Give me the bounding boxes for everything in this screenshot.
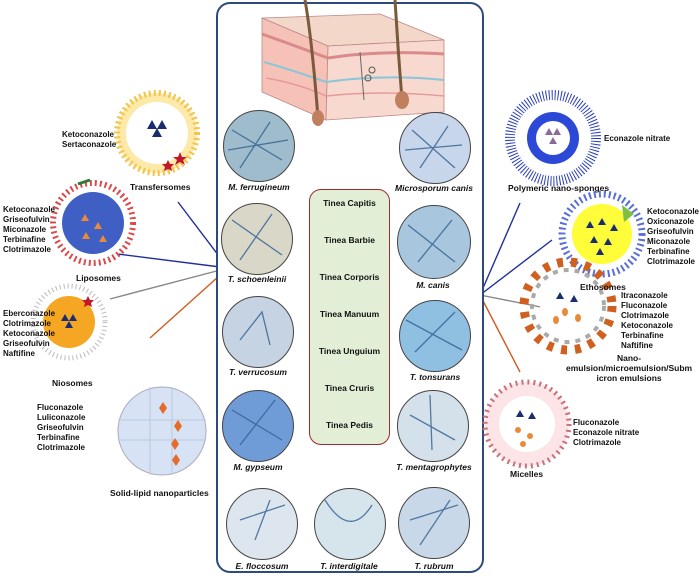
niosomes-drugs: Eberconazole Clotrimazole Ketoconazole G… bbox=[3, 309, 56, 358]
micrograph-t-verrucosum bbox=[222, 296, 294, 368]
tinea-item: Tinea Cruris bbox=[324, 383, 375, 393]
label-microsporum-canis: Microsporum canis bbox=[395, 183, 473, 193]
tinea-item: Tinea Barbie bbox=[324, 235, 375, 245]
sln-graphic bbox=[117, 386, 207, 476]
micrograph-t-schoenleinii bbox=[221, 203, 293, 275]
nanoemulsion-drugs: Itraconazole Fluconazole Clotrimazole Ke… bbox=[621, 291, 674, 350]
ethosomes-drugs: Ketoconazole Oxiconazole Griseofulvin Mi… bbox=[647, 207, 700, 266]
liposome-graphic bbox=[50, 178, 136, 266]
nanoemulsion-graphic bbox=[519, 257, 617, 355]
micrograph-t-interdigitale bbox=[314, 488, 386, 560]
label-t-tonsurans: T. tonsurans bbox=[409, 372, 461, 382]
liposomes-drugs: Ketoconazole Griseofulvin Miconazole Ter… bbox=[3, 205, 56, 254]
label-t-rubrum: T. rubrum bbox=[414, 561, 454, 571]
transfersomes-drugs: Ketoconazole Sertaconazole bbox=[62, 130, 117, 149]
tinea-item: Tinea Pedis bbox=[325, 420, 374, 430]
label-t-mentagrophytes: T. mentagrophytes bbox=[396, 462, 472, 472]
liposomes-label: Liposomes bbox=[76, 273, 121, 283]
micelles-drugs: Fluconazole Econazole nitrate Clotrimazo… bbox=[573, 418, 640, 447]
micrograph-e-floccosum bbox=[226, 488, 298, 560]
label-m-ferrugineum: M. ferrugineum bbox=[228, 182, 290, 192]
tinea-item: Tinea Corporis bbox=[319, 272, 380, 282]
label-m-canis: M. canis bbox=[416, 280, 450, 290]
ethosomes-label: Ethosomes bbox=[580, 282, 626, 292]
niosomes-label: Niosomes bbox=[52, 378, 93, 388]
nanosponge-graphic bbox=[505, 90, 601, 186]
sln-label: Solid-lipid nanoparticles bbox=[110, 488, 209, 498]
micrograph-t-mentagrophytes bbox=[397, 390, 469, 462]
micelle-graphic bbox=[482, 379, 572, 469]
ethosome-graphic bbox=[558, 190, 646, 278]
transfersome-graphic bbox=[114, 90, 200, 176]
label-t-schoenleinii: T. schoenleinii bbox=[227, 274, 287, 284]
tinea-item: Tinea Unguium bbox=[318, 346, 381, 356]
label-m-gypseum: M. gypseum bbox=[233, 462, 283, 472]
nanosponges-drugs: Econazole nitrate bbox=[604, 134, 671, 143]
label-t-verrucosum: T. verrucosum bbox=[229, 367, 287, 377]
tinea-list: Tinea Capitis Tinea Barbie Tinea Corpori… bbox=[309, 189, 390, 445]
tinea-item: Tinea Manuum bbox=[319, 309, 380, 319]
nanoemulsion-label: Nano- emulsion/microemulsion/Subm icron … bbox=[566, 353, 693, 383]
nanosponges-label: Polymeric nano-sponges bbox=[508, 183, 610, 193]
tinea-item: Tinea Capitis bbox=[323, 198, 376, 208]
transfersomes-label: Transfersomes bbox=[130, 182, 191, 192]
label-t-interdigitale: T. interdigitale bbox=[320, 561, 378, 571]
sln-drugs: Fluconazole Luliconazole Griseofulvin Te… bbox=[37, 403, 86, 452]
niosome-graphic bbox=[30, 283, 108, 361]
micelles-label: Micelles bbox=[510, 469, 544, 479]
label-e-floccosum: E. floccosum bbox=[235, 561, 289, 571]
